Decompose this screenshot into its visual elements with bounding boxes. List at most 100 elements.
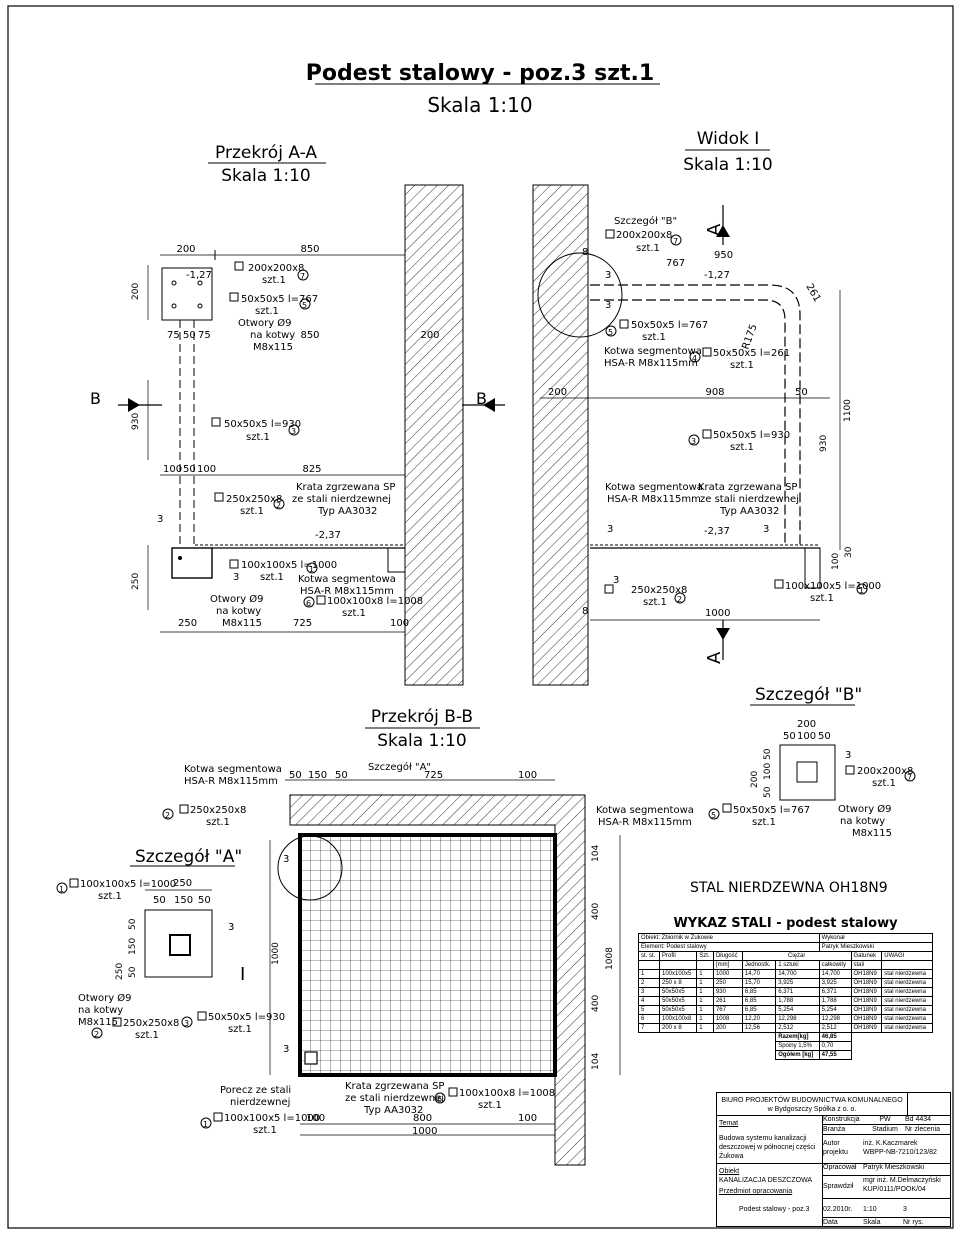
header-cell: Szt.	[696, 951, 714, 961]
table-cell: OH18N9	[850, 969, 883, 979]
spoiny-value: 0,70	[818, 1041, 852, 1051]
subheader-cell: 1 sztuki	[775, 960, 820, 970]
drawing-label: 50x50x5 l=767	[241, 294, 318, 305]
drawing-label: 50	[783, 731, 796, 742]
drawing-label: 250	[131, 573, 141, 590]
table-cell: 6	[638, 1014, 660, 1024]
drawing-label: 1	[203, 1120, 208, 1129]
drawing-label: Otwory Ø9	[838, 803, 892, 815]
drawing-label: 2	[677, 595, 682, 604]
table-cell: OH18N9	[850, 1005, 883, 1015]
drawing-label: 50x50x5 l=767	[733, 805, 810, 816]
table-cell: 14,70	[741, 969, 777, 979]
table-cell: 6,371	[818, 987, 852, 997]
view-i-drawing: A Szczegół "B" 200x200x8 7 szt.1 950 767…	[532, 184, 881, 686]
drawing-label: szt.1	[260, 572, 284, 583]
skala-label: Skala	[863, 1219, 881, 1226]
drawing-label: 50	[153, 895, 166, 906]
drawing-label: HSA-R M8x115mm	[607, 494, 701, 505]
table-cell: 1	[696, 1005, 714, 1015]
drawing-label: 1100	[843, 399, 853, 422]
drawing-label: 50	[128, 966, 138, 978]
table-cell: 1	[696, 987, 714, 997]
table-cell: 1,788	[775, 996, 820, 1006]
stadium-label: Stadium	[872, 1126, 898, 1133]
drawing-label: 50x50x5 l=930	[713, 430, 790, 441]
drawing-label: 100x100x5 l=1000	[241, 560, 337, 571]
drawing-label: 250x250x8	[631, 585, 687, 596]
detail-a-title: Szczegół "A"	[135, 847, 242, 867]
drawing-label: 250x250x8	[226, 494, 282, 505]
razem-label: Razem[kg]	[775, 1032, 820, 1042]
drawing-label: 30	[844, 546, 854, 558]
grating	[299, 834, 556, 1076]
detail-b-callout	[537, 252, 623, 338]
drawing-label: 50x50x5 l=261	[713, 348, 790, 359]
drawing-label: 50	[818, 731, 831, 742]
header-cell: Długość	[712, 951, 743, 961]
drawing-label: 100x100x8 l=1008	[327, 596, 423, 607]
drawing-label: 50	[763, 786, 773, 798]
drawing-label: 3	[605, 270, 611, 281]
drawing-label: 3	[157, 514, 163, 525]
steel-list-title: WYKAZ STALI - podest stalowy	[673, 916, 898, 931]
drawing-label: HSA-R M8x115mm	[300, 586, 394, 597]
table-cell: 250	[712, 978, 743, 988]
drawing-label: szt.1	[135, 1030, 159, 1041]
detail-a-callout	[277, 835, 343, 901]
autor-name: inż. K.Kaczmarek	[863, 1140, 918, 1147]
table-cell: stal nierdzewna	[881, 1023, 933, 1033]
drawing-label: Krata zgrzewana SP	[698, 482, 797, 493]
drawing-label: 200	[131, 283, 141, 300]
table-cell: 12,298	[818, 1014, 852, 1024]
drawing-label: 4	[692, 354, 697, 363]
drawing-label: M8x115	[222, 618, 262, 629]
drawing-label: Typ AA3032	[363, 1105, 423, 1116]
drawing-label: 50	[183, 330, 196, 341]
table-cell: 1	[696, 996, 714, 1006]
table-cell: 6,85	[741, 987, 777, 997]
table-cell: 12,298	[775, 1014, 820, 1024]
table-cell: stal nierdzewna	[881, 996, 933, 1006]
header-cell: st. st.	[638, 951, 660, 961]
konstrukcja: Konstrukcja	[823, 1116, 860, 1123]
opracowal-label: Opracował	[823, 1164, 857, 1171]
drawing-label: R175	[740, 323, 759, 351]
drawing-label: szt.1	[206, 817, 230, 828]
obiekt: KANALIZACJA DESZCZOWA	[719, 1177, 813, 1184]
drawing-label: 8	[582, 606, 588, 617]
drawing-label: 250	[173, 878, 192, 889]
zlecenie-label: Nr zlecenia	[905, 1126, 941, 1133]
obiekt-label: Obiekt	[719, 1168, 740, 1175]
table-cell: 5,254	[818, 1005, 852, 1015]
drawing-label: 2	[165, 811, 170, 820]
drawing-label: HSA-R M8x115mm	[598, 817, 692, 828]
drawing-label: 50x50x5 l=767	[631, 320, 708, 331]
title-block: BIURO PROJEKTÓW BUDOWNICTWA KOMUNALNEGO …	[716, 1092, 951, 1227]
drawing-label: szt.1	[262, 275, 286, 286]
drawing-label: Szczegół "B"	[614, 215, 677, 227]
main-scale: Skala 1:10	[427, 93, 532, 117]
drawing-label: szt.1	[730, 442, 754, 453]
drawing-label: 50	[289, 770, 302, 781]
drawing-label: 7	[907, 773, 912, 782]
drawing-label: I	[240, 964, 245, 985]
view-i-title: Widok I	[697, 129, 760, 149]
nr-label: Nr rys.	[903, 1219, 924, 1226]
drawing-label: na kotwy	[250, 330, 295, 341]
table-cell: 6,371	[775, 987, 820, 997]
table-cell: 250 x 8	[658, 978, 698, 988]
drawing-label: 825	[302, 464, 321, 475]
drawing-label: ze stali nierdzewnej	[700, 494, 799, 505]
header-cell: Gatunek	[850, 951, 883, 961]
table-cell: 3,925	[775, 978, 820, 988]
table-cell: 2	[638, 978, 660, 988]
table-cell: 50x50x5	[658, 987, 698, 997]
drawing-label: B	[476, 389, 487, 408]
drawing-label: 150	[128, 938, 138, 955]
